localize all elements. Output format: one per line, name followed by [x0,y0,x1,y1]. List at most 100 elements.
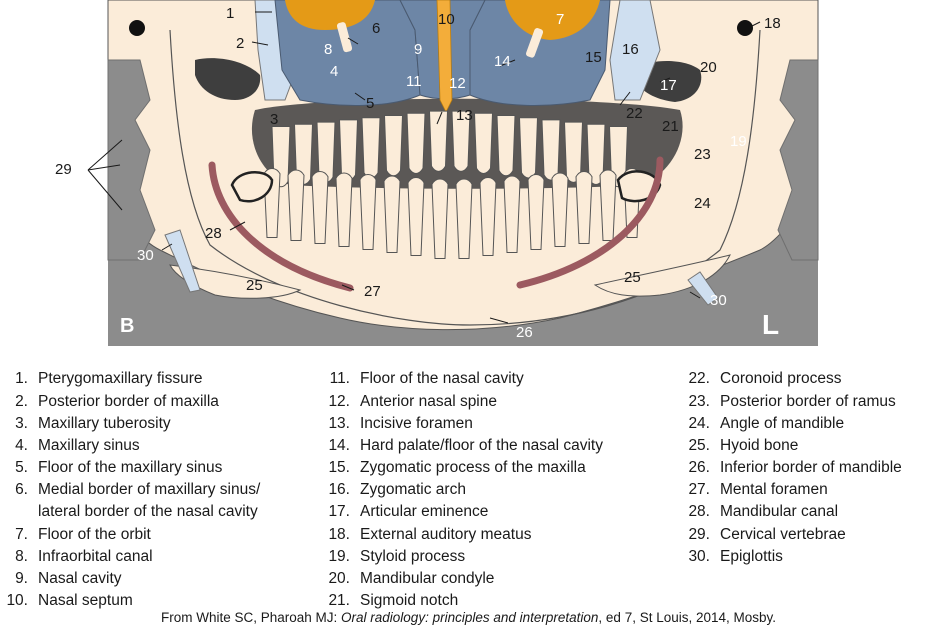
upper-tooth [473,112,494,175]
figure-label-9: 9 [414,41,422,58]
legend-item: 23.Posterior border of ramus [678,390,902,412]
lower-tooth [575,171,593,244]
lower-tooth [383,175,401,253]
upper-tooth [428,110,449,172]
legend-text: Sigmoid notch [360,592,459,610]
legend-item: 14.Hard palate/floor of the nasal cavity [318,435,603,457]
legend-number: 30. [688,547,710,565]
legend-item: 8.Infraorbital canal [0,546,260,568]
legend-number: 28. [688,503,710,521]
legend-item: 18. External auditory meatus [318,523,603,545]
upper-tooth [541,119,561,181]
infraorbital-canal-right [526,28,544,58]
legend-item: lateral border of the nasal cavity [0,501,260,523]
legend-item: 2.Posterior border of maxilla [0,390,260,412]
legend-number: 27. [688,481,710,499]
legend-number: 20. [328,570,350,588]
legend-item: 22.Coronoid process [678,368,902,390]
figure-label-14: 14 [494,53,511,70]
figure-label-24: 24 [694,195,711,212]
figure-label-12: 12 [449,75,466,92]
legend-number: 26. [688,459,710,477]
cervical-vertebrae-left [107,59,156,261]
legend-number: 19. [328,547,350,565]
legend-number: 21. [328,592,350,610]
legend-item: 16.Zygomatic arch [318,479,603,501]
lower-tooth [527,174,545,250]
legend-number: 4. [15,436,28,454]
legend-text: Hyoid bone [720,436,799,454]
figure-label-1: 1 [226,5,234,22]
cervical-vertebrae-right [777,59,819,261]
lower-tooth [359,174,377,250]
legend-text: External auditory meatus [360,525,532,543]
figure-label-23: 23 [694,146,711,163]
legend-item: 25.Hyoid bone [678,435,902,457]
lower-tooth [551,172,569,247]
legend-text: Mental foramen [720,481,828,499]
legend-item: 26. Inferior border of mandible [678,457,902,479]
legend-number: 1. [15,370,28,388]
legend-item: 20. Mandibular condyle [318,568,603,590]
legend-item: 30.Epiglottis [678,546,902,568]
external-auditory-meatus-left [129,20,145,36]
figure-label-28: 28 [205,225,222,242]
orbit-left [285,0,375,30]
figure-label-7: 7 [556,11,564,28]
figure-label-27: 27 [364,283,381,300]
orbit-right [505,0,600,40]
legend-number: 29. [688,525,710,543]
legend-text: Articular eminence [360,503,489,521]
legend-item: 1.Pterygomaxillary fissure [0,368,260,390]
legend-number: 18. [328,525,350,543]
legend-item: 15. Zygomatic process of the maxilla [318,457,603,479]
legend-number: 10. [6,592,28,610]
legend-text: Mandibular condyle [360,570,495,588]
legend-text: Posterior border of maxilla [38,392,219,410]
legend-item: 27. Mental foramen [678,479,902,501]
external-auditory-meatus-right [737,20,753,36]
lower-tooth [503,175,521,253]
legend-text: Medial border of maxillary sinus/ [38,481,261,499]
figure-label-17: 17 [660,77,677,94]
condyle-shadow-left [195,58,261,100]
figure-credit: From White SC, Pharoah MJ: Oral radiolog… [0,610,937,625]
legend-text: Nasal septum [38,592,133,610]
legend-text: Anterior nasal spine [360,392,497,410]
legend-number: 14. [328,436,350,454]
legend-item: 17.Articular eminence [318,501,603,523]
legend-item: 10. Nasal septum [0,590,260,612]
legend-text: lateral border of the nasal cavity [38,503,258,521]
lower-tooth [599,169,617,241]
legend-item: 11.Floor of the nasal cavity [318,368,603,390]
legend-number: 5. [15,459,28,477]
legend-text: Inferior border of mandible [720,459,902,477]
legend-item: 24.Angle of mandible [678,412,902,434]
legend-number: 8. [15,547,28,565]
legend-item: 13.Incisive foramen [318,412,603,434]
legend-text: Cervical vertebrae [720,525,846,543]
legend-text: Maxillary tuberosity [38,414,171,432]
upper-tooth [518,117,539,179]
legend-text: Maxillary sinus [38,436,140,454]
figure-label-16: 16 [622,41,639,58]
upper-tooth [451,110,471,172]
infraorbital-canal-left [336,22,353,53]
legend-item: 3.Maxillary tuberosity [0,412,260,434]
figure-label-5: 5 [366,95,374,112]
legend-number: 15. [328,459,350,477]
legend-text: Zygomatic arch [360,481,466,499]
corner-label-b: B [120,315,134,337]
epiglottis-left [164,229,201,293]
legend-text: Floor of the maxillary sinus [38,459,223,477]
lower-tooth [479,177,497,256]
figure-label-15: 15 [585,49,602,66]
legend-text: Zygomatic process of the maxilla [360,459,586,477]
legend-number: 24. [688,414,710,432]
panoramic-radiograph-diagram: 1 2 3 4 5 6 7 8 9 10 11 12 13 14 15 16 1… [55,0,819,346]
styloid-process [733,107,744,141]
figure-label-25-left: 25 [246,277,263,294]
legend-text: Coronoid process [720,370,842,388]
